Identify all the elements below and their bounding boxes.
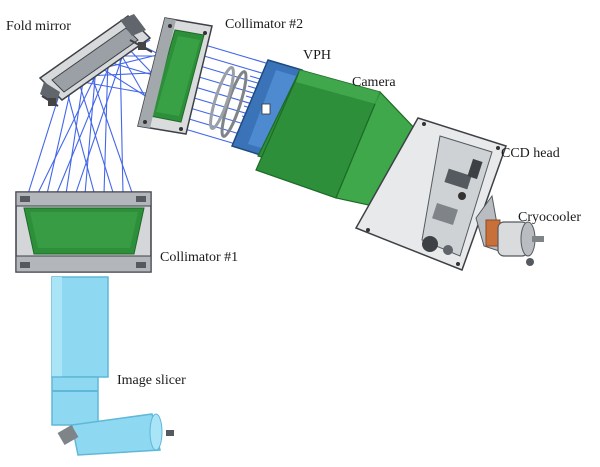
- ray-collimator1-to-fold: [103, 58, 109, 195]
- label-ccd-head: CCD head: [501, 146, 560, 161]
- collimator-2: [137, 17, 213, 135]
- ray-collimator1-to-fold: [65, 87, 96, 195]
- label-fold-mirror: Fold mirror: [6, 19, 71, 34]
- ray-collimator1-to-fold: [89, 70, 134, 195]
- ray-collimator1-to-fold: [55, 53, 115, 195]
- label-image-slicer: Image slicer: [117, 373, 186, 388]
- ray-collimator1-to-fold: [37, 62, 103, 195]
- ray-collimator1-to-fold: [74, 45, 127, 195]
- ccd-head: [354, 117, 507, 271]
- vph-grating: [209, 59, 303, 159]
- ray-collimator1-to-fold: [77, 79, 115, 195]
- ray-collimator1-to-fold: [65, 75, 85, 195]
- ray-collimator1-to-fold: [84, 66, 97, 195]
- ray-collimator1-to-fold: [119, 49, 124, 195]
- label-collimator-1: Collimator #1: [160, 250, 238, 265]
- label-vph: VPH: [303, 48, 331, 63]
- collimator-1: [15, 191, 152, 273]
- fold-mirror: [38, 14, 153, 107]
- ray-collimator1-to-fold: [27, 91, 61, 195]
- ray-collimator1-to-fold: [46, 83, 73, 195]
- image-slicer: [51, 276, 174, 456]
- cryocooler: [475, 194, 544, 266]
- label-camera: Camera: [352, 75, 396, 90]
- label-collimator-2: Collimator #2: [225, 17, 303, 32]
- label-cryocooler: Cryocooler: [518, 210, 581, 225]
